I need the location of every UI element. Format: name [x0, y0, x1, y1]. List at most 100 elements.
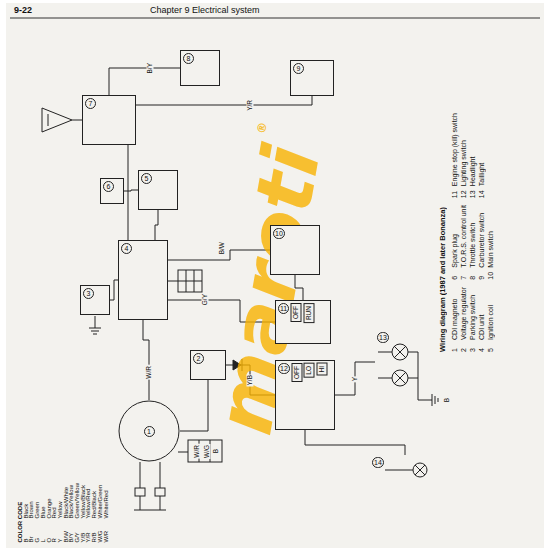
key-column: 11Engine stop (kill) switch12Lighting sw… [450, 113, 486, 198]
wire-code: Y [352, 376, 359, 382]
lighting-switch: 12OFFLOHI [275, 360, 335, 430]
wire [155, 210, 158, 240]
magneto-outline [119, 401, 179, 461]
wire-code: B/Y [147, 62, 154, 74]
chapter-heading: Chapter 9 Electrical system [150, 5, 260, 15]
callout-number: 11 [278, 303, 289, 314]
magneto-plugs [155, 488, 165, 496]
key-number: 4 [477, 340, 486, 352]
wire-code: W/R [194, 444, 201, 459]
page [6, 3, 544, 548]
key-line: 11Engine stop (kill) switch [450, 113, 459, 198]
callout-number: 13 [377, 332, 389, 343]
key-name: CDI magneto [451, 299, 458, 340]
callout-number: 3 [83, 288, 94, 299]
switch-position: HI [317, 363, 328, 376]
connector-block [178, 270, 202, 292]
key-number: 12 [459, 186, 468, 198]
key-name: Engine stop (kill) switch [451, 113, 458, 186]
callout-number: 4 [121, 243, 132, 254]
wire-code: W/R [146, 365, 153, 380]
voltage-regulator: 2 [190, 350, 226, 380]
callout-number: 8 [183, 53, 194, 64]
wire-color: Orange [46, 498, 52, 518]
key-line: 13Headlight [468, 113, 477, 198]
bulb-symbol [394, 346, 406, 358]
key-line: 14Taillight [477, 113, 486, 198]
taillight: 14 [370, 455, 440, 485]
wire-code: Y/B [247, 374, 254, 386]
callout-number: 9 [293, 63, 304, 74]
header-rule [10, 18, 540, 19]
callout-number: 1 [144, 426, 155, 437]
wire-color: Black/Yellow [68, 485, 74, 518]
key-line: 6Spark plug [450, 205, 459, 280]
key-name: Parking switch [469, 295, 476, 340]
callout-number: 12 [278, 363, 290, 374]
key-column: 1CDI magneto2Voltage regulator3Parking s… [450, 287, 495, 352]
tors-control-unit: 7 [82, 95, 136, 145]
key-number: 1 [450, 340, 459, 352]
wire [305, 430, 405, 455]
color-code-line: W/RWhite/Red [104, 483, 110, 542]
switch-position: RUN [304, 303, 315, 323]
key-line: 10Main switch [486, 205, 495, 280]
wire [109, 68, 180, 95]
wire-color: Brown [28, 501, 34, 518]
wire-code: W/R [104, 518, 110, 542]
callout-number: 10 [273, 228, 285, 239]
watermark: ® [254, 121, 270, 135]
key-line: 1CDI magneto [450, 287, 459, 352]
wire-color: Red [51, 507, 57, 518]
callout-number: 7 [85, 98, 96, 109]
cdi-unit: 4 [118, 240, 168, 320]
key-line: 8Throttle switch [468, 205, 477, 280]
headlight: 13 [375, 330, 421, 394]
bulb-symbol [394, 372, 406, 384]
wire-color: Red/Black [91, 491, 97, 518]
key-name: Main switch [487, 231, 494, 268]
magneto-plugs [135, 488, 145, 496]
wire-color: White/Green [97, 484, 103, 518]
wire [124, 190, 138, 191]
callout-number: 5 [141, 173, 152, 184]
bulb-symbol [408, 352, 418, 353]
key-name: Ignition coil [487, 305, 494, 340]
key-line: 12Lighting switch [459, 113, 468, 198]
bulb-symbol [413, 463, 427, 477]
main-switch: 10 [270, 225, 320, 275]
color-code: COLOR CODEBBlackBrBrownGGreenLBlueOOrang… [18, 483, 109, 542]
key-line: 3Parking switch [468, 287, 477, 352]
wire-code: B [213, 448, 220, 454]
wire [136, 96, 312, 105]
bulb-symbol [378, 378, 392, 379]
wire-code: W/G [204, 444, 211, 459]
bulb-symbol [418, 400, 421, 401]
switch-position: OFF [292, 363, 303, 382]
ground-symbol [432, 394, 433, 406]
key-name: Lighting switch [460, 140, 467, 186]
wire-code: G [35, 518, 41, 542]
switch-position: LO [304, 363, 315, 378]
key-number: 2 [459, 340, 468, 352]
bulb-symbol [394, 346, 406, 358]
tors-connector [72, 120, 82, 121]
wire-color: White/Red [103, 490, 109, 518]
bulb-symbol [394, 372, 406, 384]
key-number: 8 [468, 268, 477, 280]
wire-code: B/W [219, 241, 226, 255]
cdi-magneto: 1 [118, 400, 180, 462]
ground-symbol [421, 400, 432, 401]
wire-color: Yellow/Red [85, 488, 91, 518]
wire-color: Yellow/Black [80, 485, 86, 518]
bulb-symbol [385, 470, 413, 471]
key-number: 6 [450, 268, 459, 280]
magneto-plugs [134, 462, 166, 510]
key-column: 6Spark plug7T.O.R.S. control unit8Thrott… [450, 205, 495, 280]
wire [110, 280, 118, 300]
engine-stop-switch: 11OFFRUN [275, 300, 331, 344]
parking-switch: 3 [80, 285, 110, 315]
wire-code: B [444, 397, 451, 403]
magneto-plugs [160, 496, 161, 510]
wire-color: Yellow [57, 501, 63, 518]
